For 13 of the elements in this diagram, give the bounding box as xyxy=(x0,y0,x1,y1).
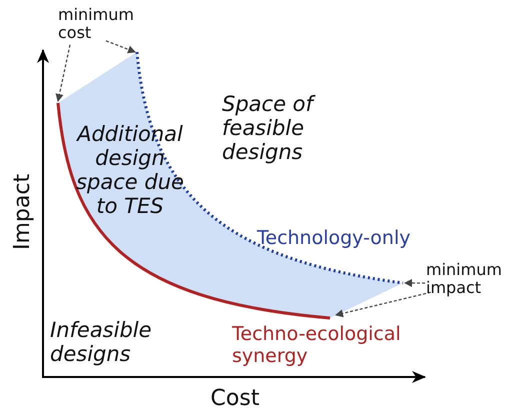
region-label: Additional design space due to TES xyxy=(75,122,185,219)
leader-line xyxy=(106,40,136,54)
curve-label: Technology-only xyxy=(257,228,412,250)
annotation-text: minimum cost xyxy=(58,6,138,43)
leader-line xyxy=(404,279,425,288)
leader-line xyxy=(56,44,71,102)
curve-label: Techno-ecological synergy xyxy=(232,324,402,368)
axis-label: Cost xyxy=(210,386,260,412)
annotation-text: minimum impact xyxy=(426,261,522,298)
region-label: Space of feasible designs xyxy=(222,92,352,164)
region-label: Infeasible designs xyxy=(50,318,153,366)
axis-label: Impact xyxy=(10,174,36,250)
leader-line xyxy=(335,292,431,318)
